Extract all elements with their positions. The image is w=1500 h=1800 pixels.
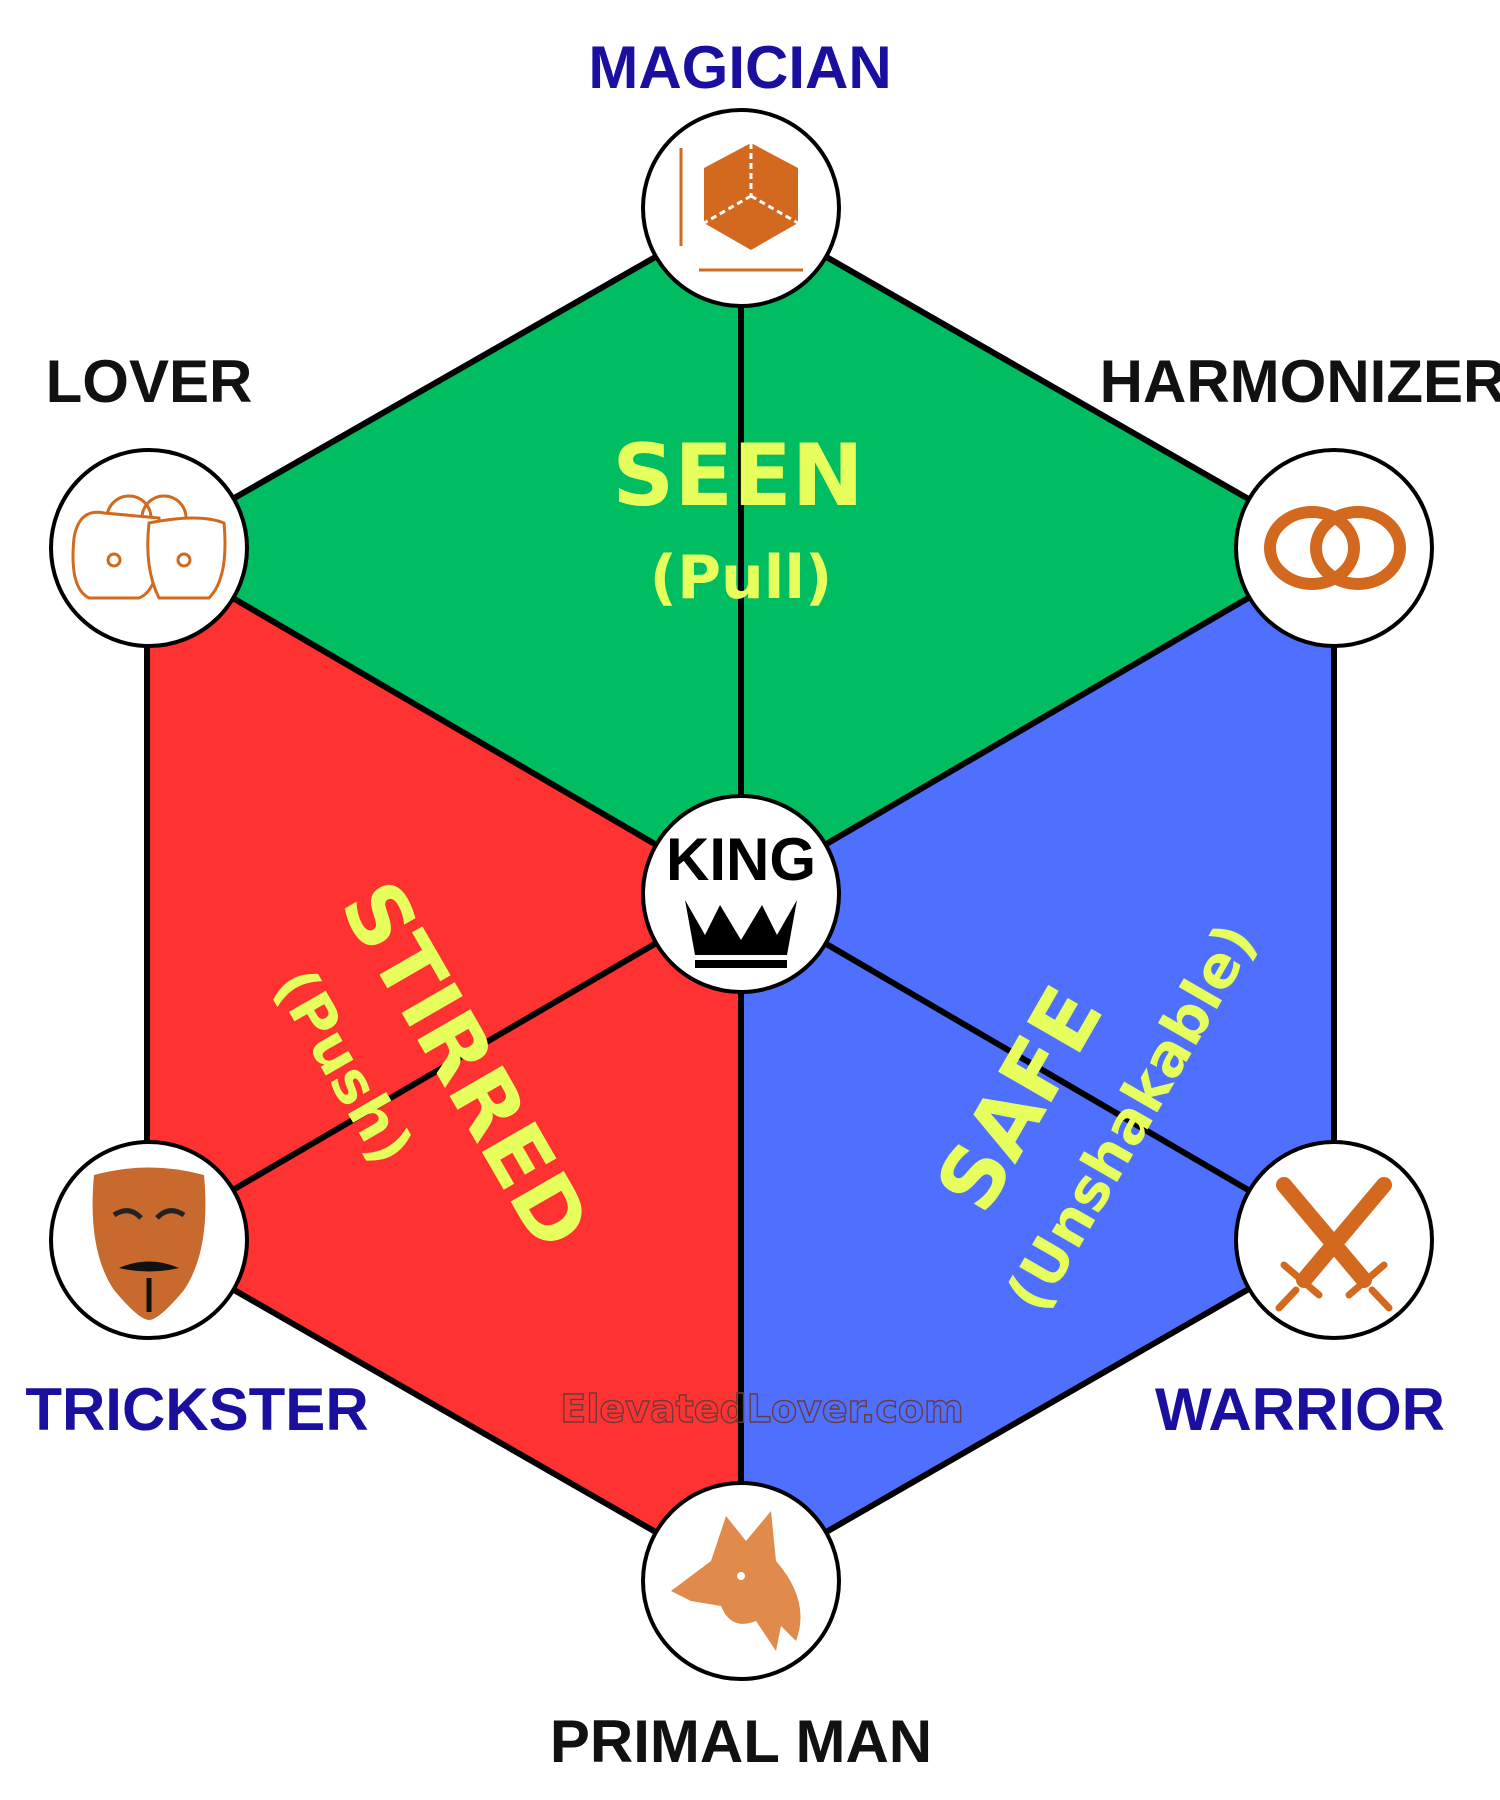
label-magician: MAGICIAN	[588, 34, 891, 101]
watermark: ElevatedLover.com	[560, 1387, 963, 1431]
face-seen-title: SEEN	[612, 426, 863, 526]
rings-icon	[1264, 506, 1406, 590]
crossed-swords-icon	[1275, 1177, 1393, 1312]
cube-icon	[679, 143, 803, 272]
face-seen-subtitle: (Pull)	[650, 543, 833, 613]
face-seen-text: SEEN (Pull)	[612, 426, 863, 613]
node-king	[641, 794, 841, 994]
padlocks-icon	[71, 494, 227, 600]
label-trickster: TRICKSTER	[25, 1376, 368, 1443]
king-node-content: KING	[666, 826, 816, 968]
wolf-icon	[671, 1511, 801, 1651]
label-harmonizer: HARMONIZER	[1100, 348, 1500, 415]
label-primal-man: PRIMAL MAN	[550, 1708, 932, 1775]
crown-icon	[685, 900, 797, 968]
label-lover: LOVER	[46, 348, 253, 415]
node-label-king: KING	[666, 826, 816, 893]
label-warrior: WARRIOR	[1155, 1376, 1445, 1443]
node-harmonizer	[1234, 448, 1434, 648]
mask-icon	[92, 1167, 206, 1320]
